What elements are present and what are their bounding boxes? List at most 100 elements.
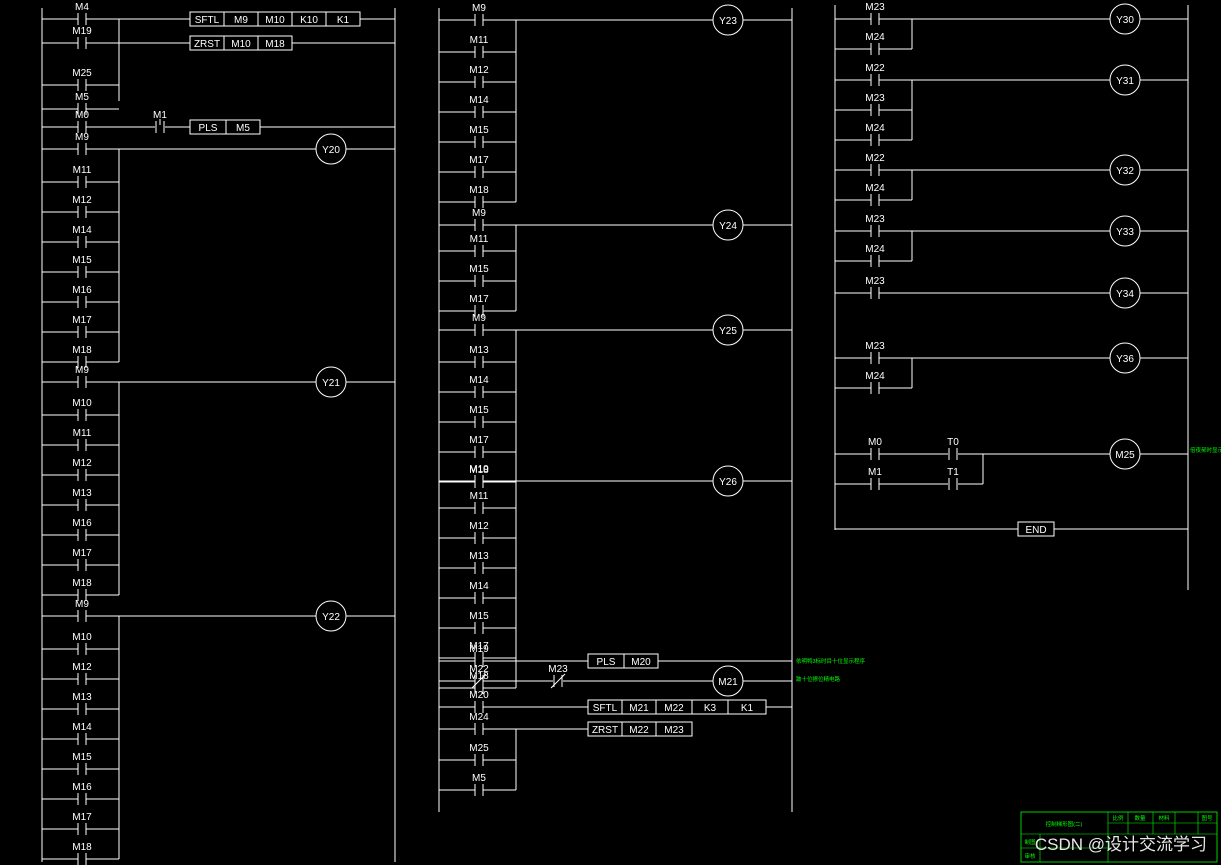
contact: M16 xyxy=(72,782,92,805)
title-block-row: 审核 xyxy=(1024,852,1036,860)
contact-label: M10 xyxy=(72,398,92,409)
contact: M12 xyxy=(72,662,92,685)
title-block-cell: 比例 xyxy=(1112,814,1124,822)
contact-label: M11 xyxy=(470,35,489,46)
contact: M23 xyxy=(865,276,885,299)
coil-label: Y25 xyxy=(719,326,737,337)
instruction-field: K1 xyxy=(337,15,350,26)
contact-label: M12 xyxy=(72,458,92,469)
contact: M15 xyxy=(469,611,489,634)
contact: M11 xyxy=(470,491,489,514)
contact: M17 xyxy=(72,812,92,835)
contact: M23 xyxy=(548,664,568,689)
end-label: END xyxy=(1025,525,1046,536)
contact: M13 xyxy=(72,692,92,715)
contact: M23 xyxy=(865,341,885,364)
contact-label: M11 xyxy=(73,428,92,439)
contact: T0 xyxy=(947,437,959,460)
coil-label: Y32 xyxy=(1116,166,1134,177)
instruction-field: SFTL xyxy=(593,703,618,714)
contact-label: M23 xyxy=(865,276,885,287)
contact-label: M10 xyxy=(469,464,489,475)
contact: M17 xyxy=(72,315,92,338)
contact-label: M15 xyxy=(72,752,92,763)
contact: M12 xyxy=(72,458,92,481)
contact-label: M1 xyxy=(153,110,167,121)
contact-label: M17 xyxy=(72,812,92,823)
contact-label: M0 xyxy=(75,110,89,121)
contact-label: M9 xyxy=(75,599,89,610)
contact-label: M17 xyxy=(469,641,489,652)
contact-label: M14 xyxy=(469,375,489,386)
contact: M24 xyxy=(469,712,489,735)
contact-label: M22 xyxy=(865,153,885,164)
instruction-field: M23 xyxy=(664,725,684,736)
contact-label: M5 xyxy=(75,92,89,103)
contact: M15 xyxy=(469,125,489,148)
instruction-field: M21 xyxy=(629,703,649,714)
contact: M14 xyxy=(72,225,92,248)
contact: M11 xyxy=(73,165,92,188)
contact: M13 xyxy=(469,345,489,368)
instruction-field: PLS xyxy=(597,657,616,668)
contact-label: M19 xyxy=(72,26,92,37)
coil-label: Y33 xyxy=(1116,227,1134,238)
contact-label: M9 xyxy=(472,313,486,324)
contact: M11 xyxy=(470,234,489,257)
contact-label: M9 xyxy=(75,132,89,143)
instruction-field: K10 xyxy=(300,15,318,26)
coil-label: Y26 xyxy=(719,477,737,488)
contact-label: M16 xyxy=(72,285,92,296)
contact: M9 xyxy=(75,599,89,622)
contact-label: M9 xyxy=(75,365,89,376)
contact: M23 xyxy=(865,2,885,25)
title-block-name: 控制梯形图(二) xyxy=(1046,820,1083,828)
instruction-field: M22 xyxy=(664,703,684,714)
contact: M15 xyxy=(469,264,489,287)
contact-label: M24 xyxy=(865,371,885,382)
contact: M14 xyxy=(72,722,92,745)
contact: M24 xyxy=(865,244,885,267)
contact-label: M14 xyxy=(469,95,489,106)
instruction-field: SFTL xyxy=(195,15,220,26)
coil-label: Y20 xyxy=(322,145,340,156)
title-block-row: 制图 xyxy=(1024,838,1036,846)
contact: M17 xyxy=(469,435,489,458)
contact-label: M18 xyxy=(72,345,92,356)
coil-label: Y22 xyxy=(322,612,340,623)
contact: M25 xyxy=(72,68,92,91)
contact-label: M18 xyxy=(72,842,92,853)
contact-label: M15 xyxy=(469,405,489,416)
contact-label: T0 xyxy=(947,437,959,448)
contact-label: M13 xyxy=(469,551,489,562)
instruction-field: M20 xyxy=(631,657,651,668)
contact-label: M24 xyxy=(865,123,885,134)
title-block-cell: 材料 xyxy=(1158,814,1170,822)
contact-label: M15 xyxy=(469,611,489,622)
contact-label: M9 xyxy=(472,208,486,219)
contact-label: M23 xyxy=(865,2,885,13)
contact: M11 xyxy=(470,35,489,58)
contact: M14 xyxy=(469,581,489,604)
contact-label: M23 xyxy=(865,214,885,225)
contact-label: M11 xyxy=(470,234,489,245)
contact-label: M23 xyxy=(548,664,568,675)
contact: M13 xyxy=(72,488,92,511)
instruction-field: M10 xyxy=(265,15,285,26)
coil-label: Y31 xyxy=(1116,76,1134,87)
contact: M16 xyxy=(72,518,92,541)
title-block-cell: 图号 xyxy=(1201,814,1213,822)
rung-note: 跛十位擦位精电路 xyxy=(796,675,841,683)
contact-label: M18 xyxy=(469,671,489,682)
contact: M9 xyxy=(75,365,89,388)
instruction-field: M18 xyxy=(265,39,285,50)
contact-label: M23 xyxy=(865,341,885,352)
contact-label: M25 xyxy=(469,743,489,754)
contact-label: M18 xyxy=(469,465,489,476)
contact: M14 xyxy=(469,95,489,118)
contact: M5 xyxy=(472,773,486,796)
contact-label: M12 xyxy=(72,662,92,673)
rung-note: 依明鸭3标时目十位显示程序 xyxy=(796,657,866,665)
contact: M0 xyxy=(868,437,882,460)
